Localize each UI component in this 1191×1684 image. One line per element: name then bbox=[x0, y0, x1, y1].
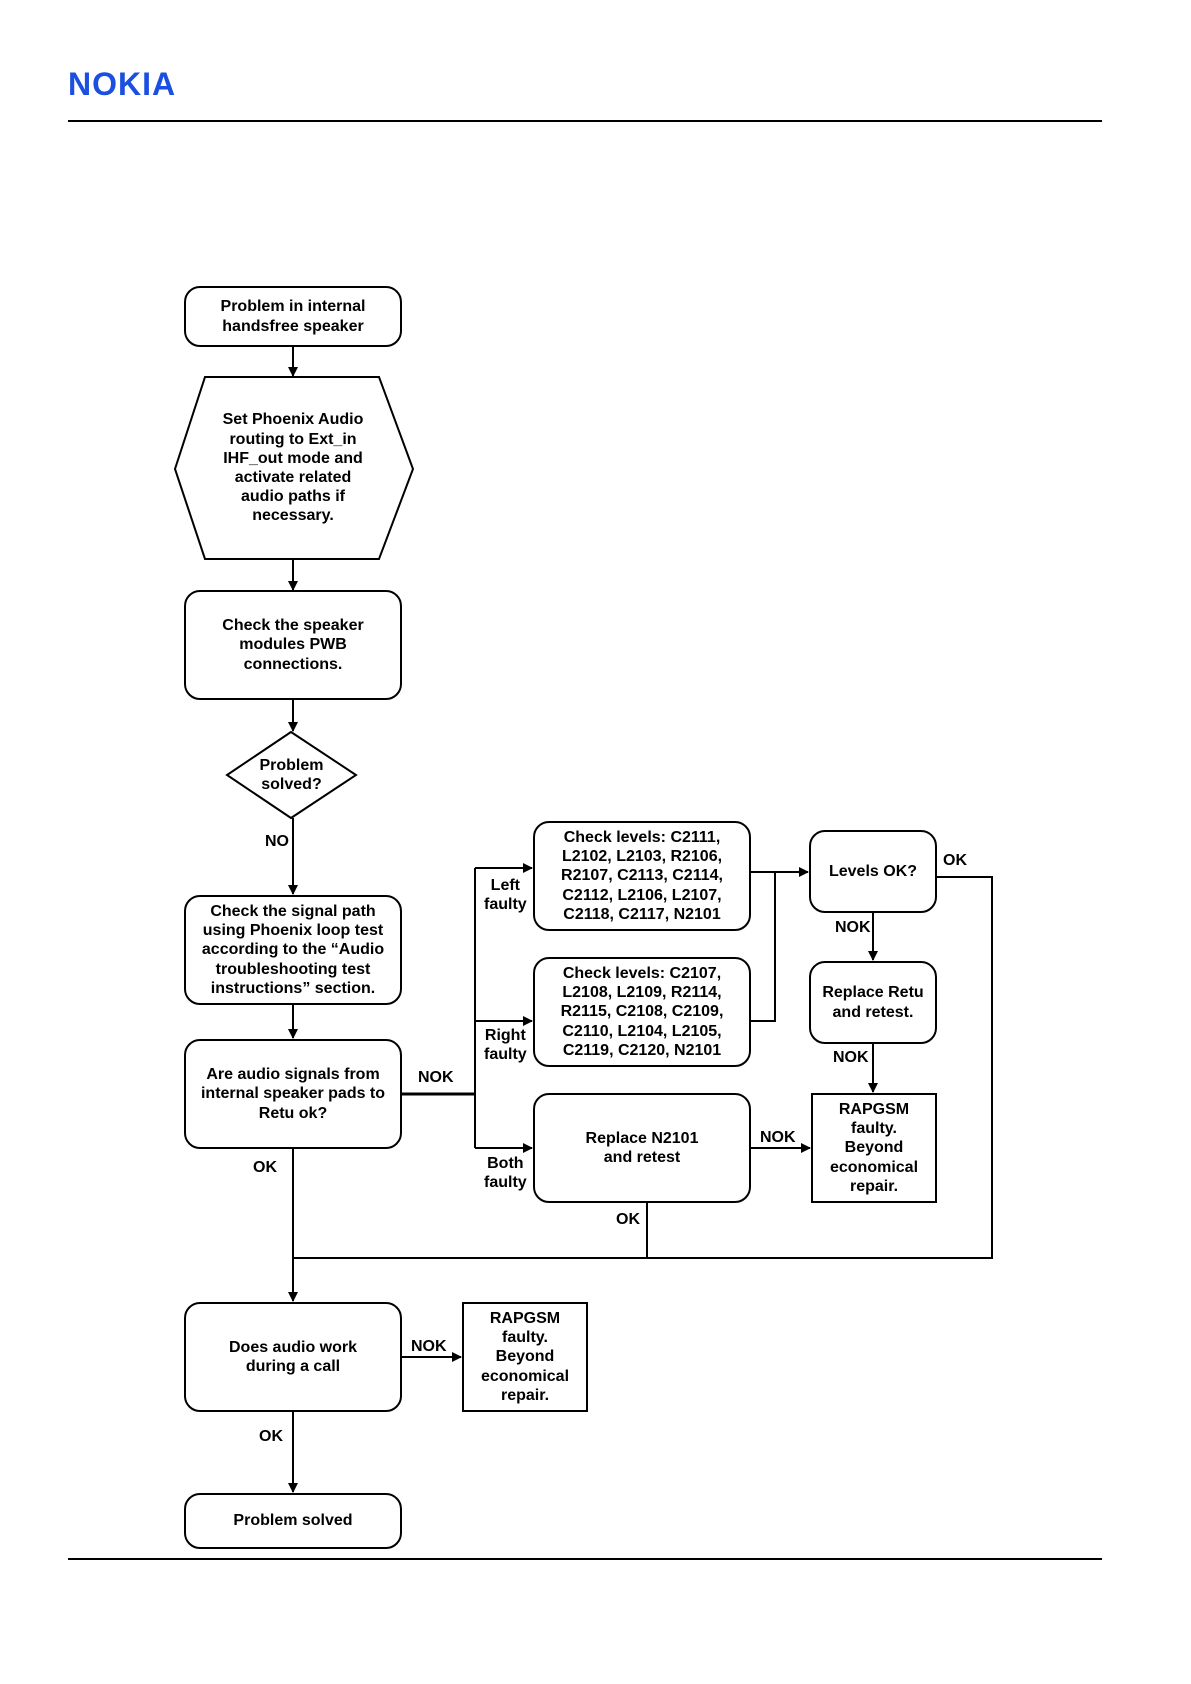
edge-label-ok-replace: OK bbox=[616, 1211, 640, 1228]
check-left-shape bbox=[533, 821, 751, 931]
edge-label-nok-levels: NOK bbox=[835, 919, 871, 936]
audio-signals-question: Are audio signals from internal speaker … bbox=[200, 1066, 386, 1122]
edge-label-no: NO bbox=[265, 833, 289, 850]
edge-label-nok-main: NOK bbox=[418, 1069, 454, 1086]
rapgsm-faulty-node-1: RAPGSM faulty. Beyond economical repair. bbox=[829, 1101, 919, 1195]
edge-label-ok-call: OK bbox=[259, 1428, 283, 1445]
levels-ok-question: Levels OK? bbox=[828, 862, 918, 880]
audio-call-question: Does audio work during a call bbox=[228, 1338, 358, 1375]
edge-label-both-faulty: Both faulty bbox=[484, 1155, 527, 1192]
check-pwb-node: Check the speaker modules PWB connection… bbox=[222, 617, 364, 673]
set-routing-node: Set Phoenix Audio routing to Ext_in IHF_… bbox=[222, 411, 364, 525]
rapgsm-faulty-node-2: RAPGSM faulty. Beyond economical repair. bbox=[480, 1310, 570, 1404]
set-routing-hexagon bbox=[173, 376, 415, 560]
edge-label-nok-call: NOK bbox=[411, 1338, 447, 1355]
replace-retu-node: Replace Retu and retest. bbox=[822, 984, 924, 1021]
problem-solved-diamond bbox=[225, 730, 358, 820]
footer-divider bbox=[68, 1558, 1102, 1560]
edge-label-nok-retu: NOK bbox=[833, 1049, 869, 1066]
edge-label-ok-levels: OK bbox=[943, 852, 967, 869]
rapgsm-2-shape bbox=[462, 1302, 588, 1412]
check-right-shape bbox=[533, 957, 751, 1067]
nokia-logo: NOKIA bbox=[68, 66, 177, 102]
check-left-levels-node: Check levels: C2111, L2102, L2103, R2106… bbox=[561, 829, 723, 923]
check-right-levels-node: Check levels: C2107, L2108, L2109, R2114… bbox=[560, 965, 724, 1059]
edge-label-ok-main: OK bbox=[253, 1159, 277, 1176]
problem-solved-question: Problem solved? bbox=[259, 756, 324, 793]
replace-n2101-node: Replace N2101 and retest bbox=[585, 1129, 699, 1166]
edge-label-left-faulty: Left faulty bbox=[484, 877, 527, 914]
header-divider bbox=[68, 120, 1102, 122]
start-node: Problem in internal handsfree speaker bbox=[220, 298, 366, 335]
edge-label-right-faulty: Right faulty bbox=[484, 1027, 527, 1064]
problem-solved-shape bbox=[184, 1493, 402, 1549]
rapgsm-1-shape bbox=[811, 1093, 937, 1203]
check-signal-path-node: Check the signal path using Phoenix loop… bbox=[201, 903, 385, 997]
edge-label-nok-replace: NOK bbox=[760, 1129, 796, 1146]
problem-solved-node: Problem solved bbox=[233, 1512, 353, 1530]
